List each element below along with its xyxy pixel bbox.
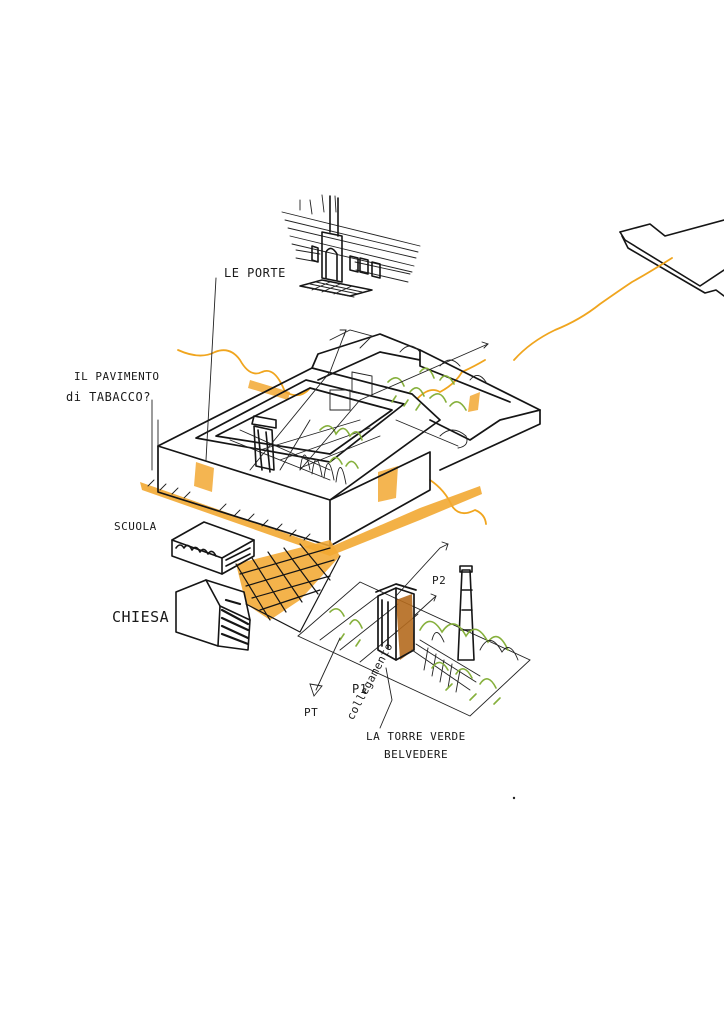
- label-p2: P2: [432, 574, 447, 587]
- label-pt: PT: [304, 706, 319, 719]
- piazza-grid: [235, 540, 341, 633]
- label-pavimento-line2: di TABACCO?: [66, 390, 151, 404]
- label-torre-line1: LA TORRE VERDE: [366, 730, 466, 743]
- orange-paths: [177, 257, 673, 525]
- label-chiesa: CHIESA: [112, 608, 170, 626]
- label-torre-line2: BELVEDERE: [384, 748, 449, 761]
- tower-vignette: [297, 541, 531, 729]
- label-scuola: SCUOLA: [114, 520, 157, 533]
- label-pavimento-line1: IL PAVIMENTO: [74, 370, 160, 383]
- church-building: [175, 579, 251, 651]
- label-le-porte: LE PORTE: [224, 266, 286, 280]
- school-building: [171, 521, 255, 575]
- stray-dot: [512, 796, 516, 800]
- gate-vignette: [281, 194, 421, 298]
- direction-arrow-icon: [619, 219, 724, 297]
- main-building-block: [140, 277, 541, 556]
- label-p1: P1: [352, 682, 368, 696]
